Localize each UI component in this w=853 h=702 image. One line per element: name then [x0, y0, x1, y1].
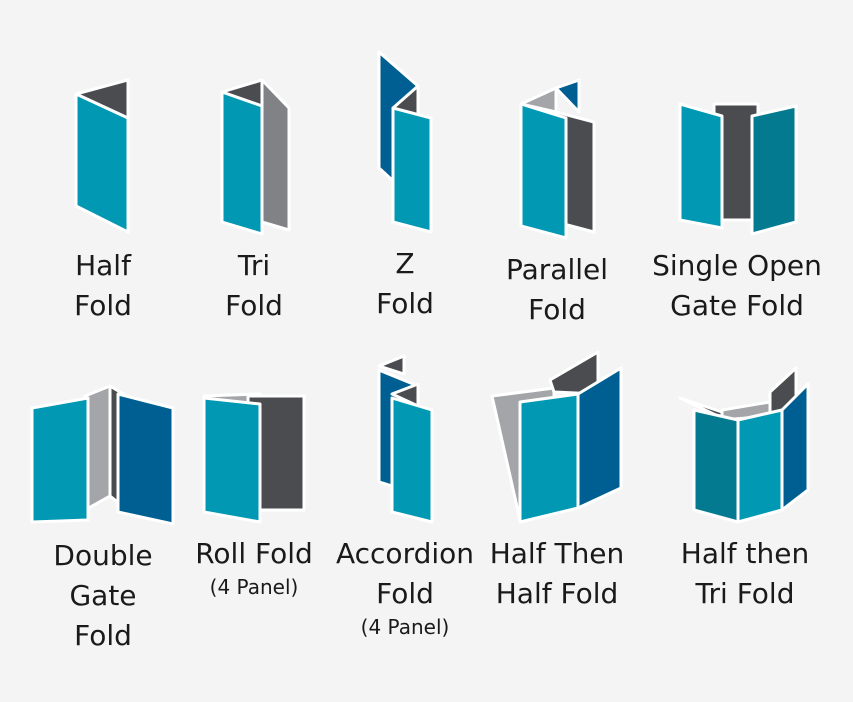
- label-line: Single Open: [652, 249, 822, 282]
- label-line: Double: [53, 539, 153, 572]
- panel-note: (4 Panel): [360, 615, 450, 639]
- accordion-fold-label: Accordion Fold (4 Panel): [336, 534, 474, 640]
- label-line: Roll Fold: [195, 537, 313, 570]
- label-line: Gate Fold: [670, 289, 804, 322]
- roll-fold-label: Roll Fold (4 Panel): [195, 534, 313, 600]
- label-line: Half Then: [489, 537, 625, 570]
- half-then-half-fold-label: Half Then Half Fold: [490, 534, 625, 614]
- label-line: Fold: [74, 289, 132, 322]
- label-line: Accordion: [335, 537, 475, 570]
- label-line: Fold: [74, 619, 132, 652]
- single-open-gate-fold-label: Single Open Gate Fold: [652, 246, 822, 326]
- double-gate-fold-icon: [30, 384, 175, 526]
- label-line: Half then: [680, 537, 810, 570]
- tri-fold-icon: [220, 78, 291, 236]
- label-line: Fold: [528, 293, 586, 326]
- label-line: Parallel: [505, 253, 609, 286]
- label-line: Tri Fold: [695, 577, 795, 610]
- z-fold-icon: [377, 50, 433, 234]
- panel-note: (4 Panel): [209, 575, 299, 599]
- half-then-tri-fold-icon: [678, 366, 810, 524]
- label-line: Fold: [376, 577, 434, 610]
- label-line: Fold: [225, 289, 283, 322]
- half-then-half-fold-icon: [490, 350, 623, 524]
- half-then-tri-fold-label: Half then Tri Fold: [681, 534, 809, 614]
- label-line: Tri: [237, 249, 271, 282]
- label-line: Fold: [376, 287, 434, 320]
- half-fold-label: Half Fold: [74, 246, 132, 326]
- label-line: Half: [75, 249, 131, 282]
- single-open-gate-fold-icon: [678, 102, 798, 236]
- half-fold-icon: [74, 78, 130, 234]
- double-gate-fold-label: Double Gate Fold: [53, 536, 152, 656]
- label-line: Gate: [69, 579, 137, 612]
- roll-fold-icon: [202, 392, 306, 524]
- tri-fold-label: Tri Fold: [225, 246, 283, 326]
- z-fold-label: Z Fold: [376, 244, 434, 324]
- label-line: Half Fold: [495, 577, 619, 610]
- label-line: Z: [395, 247, 415, 280]
- parallel-fold-label: Parallel Fold: [506, 250, 608, 330]
- parallel-fold-icon: [519, 78, 596, 240]
- accordion-fold-icon: [377, 354, 434, 524]
